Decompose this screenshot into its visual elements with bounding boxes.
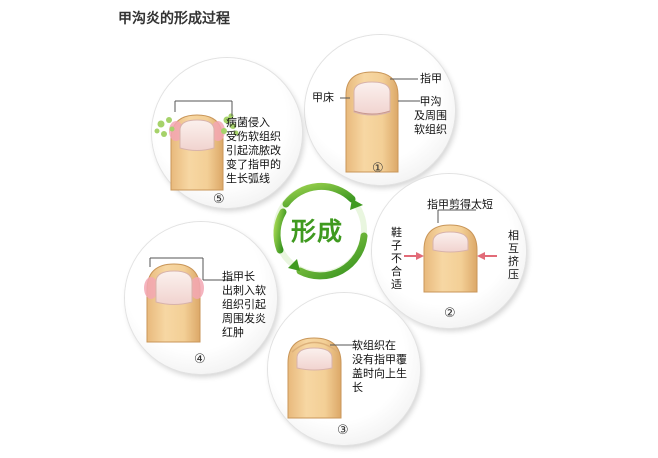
step-4-finger-icon: [144, 263, 204, 343]
label-shoes-unfit: 鞋子不合适: [391, 226, 402, 291]
label-nail: 指甲: [420, 72, 442, 85]
center-label: 形成: [291, 217, 344, 246]
step-2-finger-icon: [423, 224, 478, 293]
step-4-number: ④: [194, 352, 206, 367]
step-1-number: ①: [372, 161, 384, 176]
diagram-title: 甲沟炎的形成过程: [118, 11, 230, 27]
step-5-number: ⑤: [213, 192, 225, 207]
label-nail-bed: 甲床: [312, 91, 334, 104]
step-3-finger-icon: [287, 337, 342, 419]
label-nail-fold: 甲沟 及周围 软组织: [414, 95, 447, 136]
cycle-arrows-icon: [273, 182, 368, 280]
squeeze-arrows: [404, 252, 497, 260]
label-nail-cut-short: 指甲剪得太短: [427, 198, 493, 211]
step-1-finger-icon: [345, 71, 399, 173]
step-5-finger-icon: [169, 114, 225, 191]
label-bacteria-invade: 病菌侵入 受伤软组织 引起流脓改 变了指甲的 生长弧线: [226, 116, 281, 185]
label-mutual-squeeze: 相互挤压: [508, 229, 519, 281]
step-2-number: ②: [444, 306, 456, 321]
germ-dots-icon: [154, 113, 239, 137]
label-nail-pierces-tissue: 指甲长 出刺入软 组织引起 周围发炎 红肿: [222, 270, 266, 339]
label-soft-tissue-grows: 软组织在 没有指甲覆 盖时向上生 长: [352, 339, 407, 394]
step-3-number: ③: [337, 423, 349, 438]
